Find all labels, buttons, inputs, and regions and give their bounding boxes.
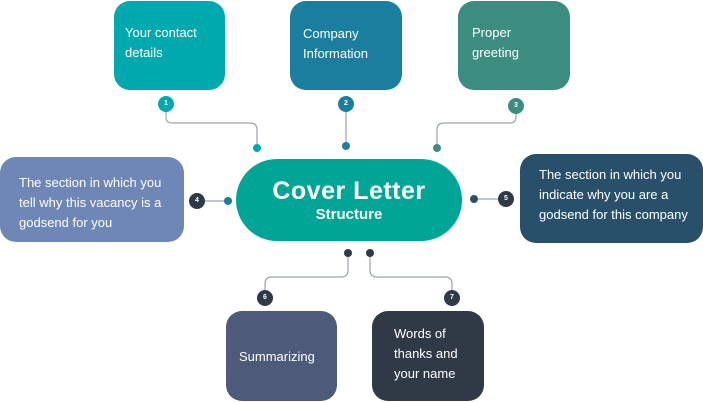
step-badge-6: 6 xyxy=(257,290,273,306)
card-line: godsend for this company xyxy=(539,207,688,222)
card-vacancy-godsend: The section in which you tell why this v… xyxy=(0,157,184,242)
center-title: Cover Letter xyxy=(272,177,426,205)
step-badge-7: 7 xyxy=(444,290,460,306)
anchor-dot-7 xyxy=(366,249,374,257)
card-line: Your contact xyxy=(125,25,197,40)
card-company-information: Company Information xyxy=(290,1,402,90)
step-badge-5: 5 xyxy=(498,191,514,207)
card-line: Proper xyxy=(472,25,512,40)
step-badge-3: 3 xyxy=(508,98,524,114)
anchor-dot-1 xyxy=(253,144,261,152)
anchor-dot-3 xyxy=(433,144,441,152)
anchor-dot-6 xyxy=(344,249,352,257)
card-line: your name xyxy=(394,366,456,381)
card-summarizing: Summarizing xyxy=(226,311,337,401)
card-line: godsend for you xyxy=(19,215,113,230)
card-line: The section in which you xyxy=(19,175,162,190)
connector-3 xyxy=(436,106,517,148)
card-line: Words of xyxy=(394,326,446,341)
card-line: thanks and xyxy=(394,346,458,361)
card-line: The section in which you xyxy=(539,167,682,182)
card-line: indicate why you are a xyxy=(539,187,669,202)
card-thanks-and-name: Words of thanks and your name xyxy=(372,311,484,401)
anchor-dot-2 xyxy=(342,142,350,150)
card-proper-greeting: Proper greeting xyxy=(458,1,570,90)
card-line: Information xyxy=(303,46,369,61)
connector-7 xyxy=(369,253,453,298)
center-node: Cover Letter Structure xyxy=(236,159,462,241)
card-line: tell why this vacancy is a xyxy=(19,195,162,210)
card-line: Summarizing xyxy=(239,349,315,364)
anchor-dot-5 xyxy=(470,195,478,203)
step-badge-1: 1 xyxy=(158,96,174,112)
card-line: Company xyxy=(303,26,359,41)
anchor-dot-4 xyxy=(224,197,232,205)
card-line: greeting xyxy=(472,45,519,60)
card-contact-details: Your contact details xyxy=(114,1,225,90)
step-badge-4: 4 xyxy=(189,193,205,209)
step-badge-2: 2 xyxy=(338,96,354,112)
card-company-godsend: The section in which you indicate why yo… xyxy=(520,154,703,243)
card-line: details xyxy=(125,45,163,60)
center-subtitle: Structure xyxy=(315,206,383,223)
connector-1 xyxy=(165,104,258,148)
connector-6 xyxy=(264,253,349,298)
